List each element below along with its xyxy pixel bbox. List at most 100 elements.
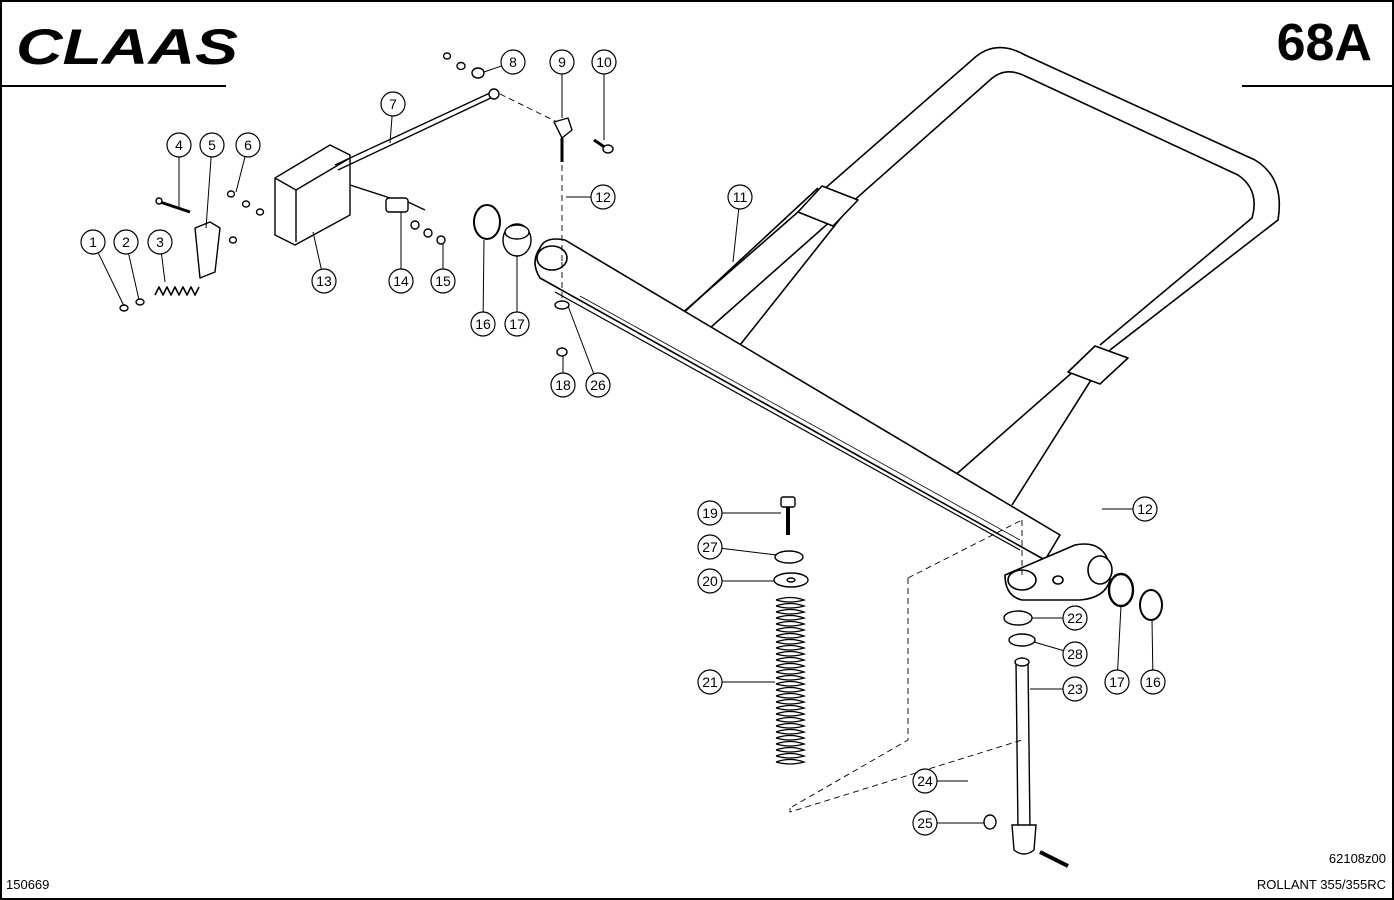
- leader-line-c5: [205, 156, 212, 229]
- callout-circle: [549, 49, 575, 75]
- callout-circle: [504, 311, 530, 337]
- callout-c22: 22: [1062, 605, 1088, 631]
- leader-line-c11: [732, 208, 740, 263]
- assembly-lines: [499, 93, 1023, 813]
- callout-label: 13: [316, 273, 332, 289]
- callout-label: 14: [393, 273, 409, 289]
- leader-line-c28: [1033, 641, 1064, 652]
- callout-label: 5: [208, 137, 216, 153]
- callout-label: 24: [917, 773, 933, 789]
- callout-circle: [235, 132, 261, 158]
- leader-line-c16b: [1151, 619, 1154, 671]
- leader-line-c1: [97, 252, 125, 307]
- callout-c12a: 12: [590, 184, 616, 210]
- callout-circle: [113, 229, 139, 255]
- callout-label: 6: [244, 137, 252, 153]
- callout-label: 19: [702, 505, 718, 521]
- callout-circle: [311, 268, 337, 294]
- callout-circle: [500, 49, 526, 75]
- callout-c3: 3: [147, 229, 173, 255]
- callout-c15: 15: [430, 268, 456, 294]
- callout-c19: 19: [697, 500, 723, 526]
- callout-label: 27: [702, 539, 718, 555]
- callout-circle: [470, 311, 496, 337]
- claas-logo: CLAAS: [16, 19, 238, 72]
- drawing-id: 62108z00: [1328, 851, 1386, 866]
- callout-label: 20: [702, 573, 718, 589]
- callout-circle: [380, 91, 406, 117]
- callout-circle: [80, 229, 106, 255]
- brand-text: CLAAS: [16, 19, 238, 72]
- leader-line-c8: [483, 65, 502, 73]
- leader-line-c27: [721, 547, 778, 556]
- callout-circle: [1062, 676, 1088, 702]
- callout-c27: 27: [697, 534, 723, 560]
- callout-circle: [591, 49, 617, 75]
- callout-c18: 18: [550, 372, 576, 398]
- lever-assembly: [119, 52, 614, 357]
- callout-circle: [590, 184, 616, 210]
- callout-c26: 26: [585, 372, 611, 398]
- callout-circle: [585, 372, 611, 398]
- callout-label: 10: [596, 54, 612, 70]
- leader-line-c13: [312, 231, 322, 270]
- callout-label: 3: [156, 234, 164, 250]
- callout-circle: [912, 768, 938, 794]
- callout-label: 17: [1109, 674, 1125, 690]
- callout-label: 8: [509, 54, 517, 70]
- callout-c2: 2: [113, 229, 139, 255]
- callout-c28: 28: [1062, 641, 1088, 667]
- callout-c5: 5: [199, 132, 225, 158]
- callout-circle: [388, 268, 414, 294]
- callout-c17a: 17: [504, 311, 530, 337]
- callout-c25: 25: [912, 810, 938, 836]
- callout-circle: [912, 810, 938, 836]
- callout-circle: [1062, 641, 1088, 667]
- model-name: ROLLANT 355/355RC: [1256, 877, 1386, 892]
- callout-circle: [697, 669, 723, 695]
- callout-c7: 7: [380, 91, 406, 117]
- callout-c13: 13: [311, 268, 337, 294]
- leader-line-c6: [235, 156, 246, 193]
- callout-label: 11: [733, 189, 748, 205]
- callout-c6: 6: [235, 132, 261, 158]
- callout-label: 25: [917, 815, 933, 831]
- callout-c24: 24: [912, 768, 938, 794]
- callout-circle: [199, 132, 225, 158]
- callout-label: 21: [702, 674, 718, 690]
- callout-circle: [697, 534, 723, 560]
- callout-c16b: 16: [1140, 669, 1166, 695]
- callout-label: 4: [175, 137, 183, 153]
- callout-label: 28: [1067, 646, 1083, 662]
- leader-line-c7: [389, 115, 393, 144]
- callout-label: 7: [389, 96, 397, 112]
- callout-circle: [727, 184, 753, 210]
- callout-label: 9: [558, 54, 566, 70]
- callout-circle: [1132, 496, 1158, 522]
- callout-c10: 10: [591, 49, 617, 75]
- callout-label: 2: [122, 234, 130, 250]
- callout-circle: [430, 268, 456, 294]
- callout-c11: 11: [727, 184, 753, 210]
- page-number: 68A: [1276, 14, 1372, 72]
- callout-label: 16: [475, 316, 491, 332]
- callout-circle: [147, 229, 173, 255]
- callout-label: 12: [1137, 501, 1153, 517]
- callout-c8: 8: [500, 49, 526, 75]
- callout-label: 15: [435, 273, 451, 289]
- callout-c1: 1: [80, 229, 106, 255]
- leader-line-c16a: [482, 239, 485, 313]
- spring-assembly: [773, 496, 1163, 868]
- callout-c23: 23: [1062, 676, 1088, 702]
- sheet-id: 150669: [6, 877, 50, 892]
- callout-c20: 20: [697, 568, 723, 594]
- callout-label: 26: [590, 377, 606, 393]
- callout-circle: [166, 132, 192, 158]
- coil-spring-21: [775, 596, 807, 765]
- leader-line-c26: [567, 305, 595, 374]
- callout-c9: 9: [549, 49, 575, 75]
- callout-circle: [697, 500, 723, 526]
